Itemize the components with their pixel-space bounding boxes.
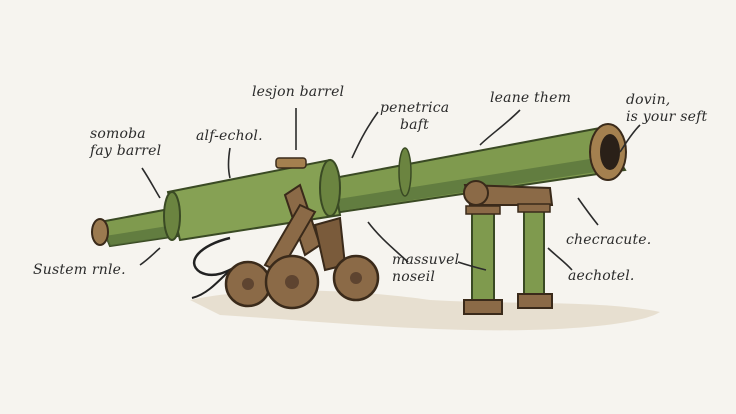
label-checracute: checracute. [566,232,652,248]
arrow-aechotel [547,247,573,271]
arrow-somoba [141,167,161,199]
arrow-checracute [577,197,599,226]
label-dovin: dovin, is your seft [626,92,707,126]
arrow-leane-them [479,109,521,146]
arrow-alf-echol [227,147,231,179]
label-leane-them: leane them [490,90,572,106]
label-lesion-barrel: lesjon barrel [252,84,345,100]
arrow-dovin [619,124,641,153]
arrow-sustem [139,247,161,266]
label-penetrica-baft: penetrica baft [380,100,449,134]
label-aechotel: aechotel. [568,268,635,284]
label-somoba: somoba fay barrel [90,126,161,160]
label-dovin-line2: is your seft [626,109,708,125]
annotation-arrows [139,108,641,271]
front-support [463,180,554,315]
hose-end [191,269,231,299]
label-penetrica-line1: penetrica [380,100,450,116]
label-penetrica-line2: baft [400,117,429,133]
barrel [91,123,627,248]
label-sustem-rnle: Sustem rnle. [33,262,126,278]
label-massuvel-line1: massuvel [392,252,460,268]
arrow-massuvel-2 [457,261,487,271]
carriage [224,183,380,310]
label-alf-echol: alf-echol. [196,128,263,144]
label-massuvel-line2: noseil [392,269,436,285]
label-dovin-line1: dovin, [626,92,671,108]
label-somoba-line1: somoba [90,126,146,142]
label-somoba-line2: fay barrel [90,143,162,159]
label-massuvel: massuvel noseil [392,252,459,286]
arrow-penetrica [351,111,379,159]
arrow-massuvel [367,221,409,263]
